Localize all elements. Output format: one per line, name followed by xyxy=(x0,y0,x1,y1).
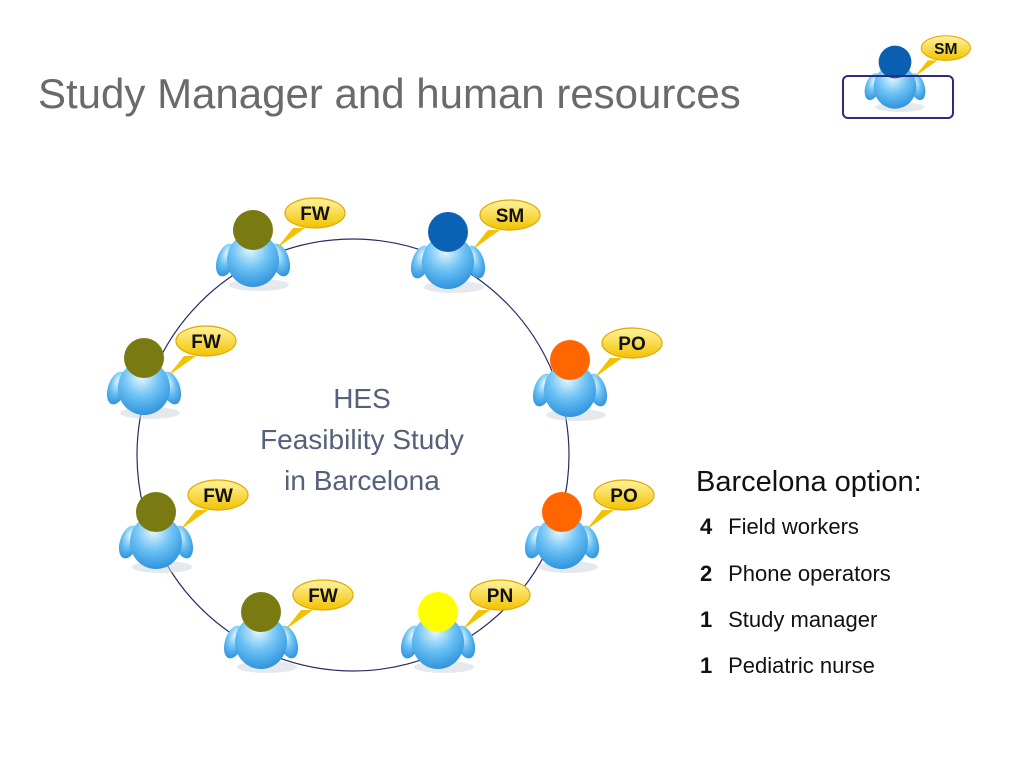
role-label: FW xyxy=(203,486,233,507)
option-label: Phone operators xyxy=(728,561,891,586)
option-item-phone-operators: 2 Phone operators xyxy=(700,561,891,587)
corner-person: SM xyxy=(864,35,971,113)
speech-bubble xyxy=(469,579,531,611)
head xyxy=(241,592,281,632)
option-count: 1 xyxy=(700,607,713,632)
head xyxy=(550,340,590,380)
bubble-tail xyxy=(285,610,313,630)
speech-bubble xyxy=(284,197,346,229)
speech-bubble xyxy=(601,327,663,359)
hub-line-2: Feasibility Study xyxy=(260,424,464,455)
bubble-tail xyxy=(914,60,938,77)
option-label: Study manager xyxy=(728,607,878,632)
role-label: PO xyxy=(618,334,645,355)
speech-bubble xyxy=(187,479,249,511)
bubble-tail xyxy=(277,228,305,248)
head xyxy=(233,210,273,250)
option-label: Pediatric nurse xyxy=(728,653,875,678)
head xyxy=(542,492,582,532)
person-fw-4: FW xyxy=(223,579,354,673)
bubble-tail xyxy=(462,610,490,630)
hub-line-1: HES xyxy=(333,383,391,414)
head xyxy=(878,45,912,79)
option-item-pediatric-nurse: 1 Pediatric nurse xyxy=(700,653,875,679)
body xyxy=(130,515,182,569)
option-count: 4 xyxy=(700,514,713,539)
person-fw-2: FW xyxy=(106,325,237,419)
role-label: PN xyxy=(487,586,513,607)
body xyxy=(227,233,279,287)
option-count: 2 xyxy=(700,561,713,586)
person-sm: SM xyxy=(410,199,541,293)
corner-sm-icon: SM xyxy=(842,35,971,119)
person-po-2: PO xyxy=(524,479,655,573)
speech-bubble xyxy=(593,479,655,511)
option-item-study-manager: 1 Study manager xyxy=(700,607,877,633)
speech-bubble xyxy=(175,325,237,357)
person-fw-3: FW xyxy=(118,479,249,573)
body xyxy=(412,615,464,669)
role-label: PO xyxy=(610,486,637,507)
option-label: Field workers xyxy=(728,514,859,539)
bubble-tail xyxy=(472,230,500,250)
body xyxy=(422,235,474,289)
option-heading: Barcelona option: xyxy=(696,466,922,498)
body xyxy=(235,615,287,669)
person-po-1: PO xyxy=(532,327,663,421)
role-label: FW xyxy=(191,332,221,353)
head xyxy=(418,592,458,632)
option-count: 1 xyxy=(700,653,713,678)
hub-label: HES Feasibility Study in Barcelona xyxy=(212,378,512,501)
body xyxy=(536,515,588,569)
role-label: SM xyxy=(496,206,525,227)
head xyxy=(428,212,468,252)
person-pn: PN xyxy=(400,579,531,673)
body xyxy=(544,363,596,417)
head xyxy=(136,492,176,532)
bubble-tail xyxy=(168,356,196,376)
speech-bubble xyxy=(479,199,541,231)
hub-line-3: in Barcelona xyxy=(284,465,440,496)
role-label: FW xyxy=(300,204,330,225)
option-item-field-workers: 4 Field workers xyxy=(700,514,859,540)
team-ring xyxy=(136,238,570,672)
bubble-tail xyxy=(586,510,614,530)
role-label: FW xyxy=(308,586,338,607)
bubble-tail xyxy=(594,358,622,378)
person-fw-1: FW xyxy=(215,197,346,291)
role-label: SM xyxy=(934,41,957,58)
speech-bubble xyxy=(292,579,354,611)
slide-title: Study Manager and human resources xyxy=(38,70,741,117)
bubble-tail xyxy=(180,510,208,530)
body xyxy=(118,361,170,415)
speech-bubble xyxy=(920,35,971,61)
corner-frame xyxy=(842,75,954,119)
head xyxy=(124,338,164,378)
